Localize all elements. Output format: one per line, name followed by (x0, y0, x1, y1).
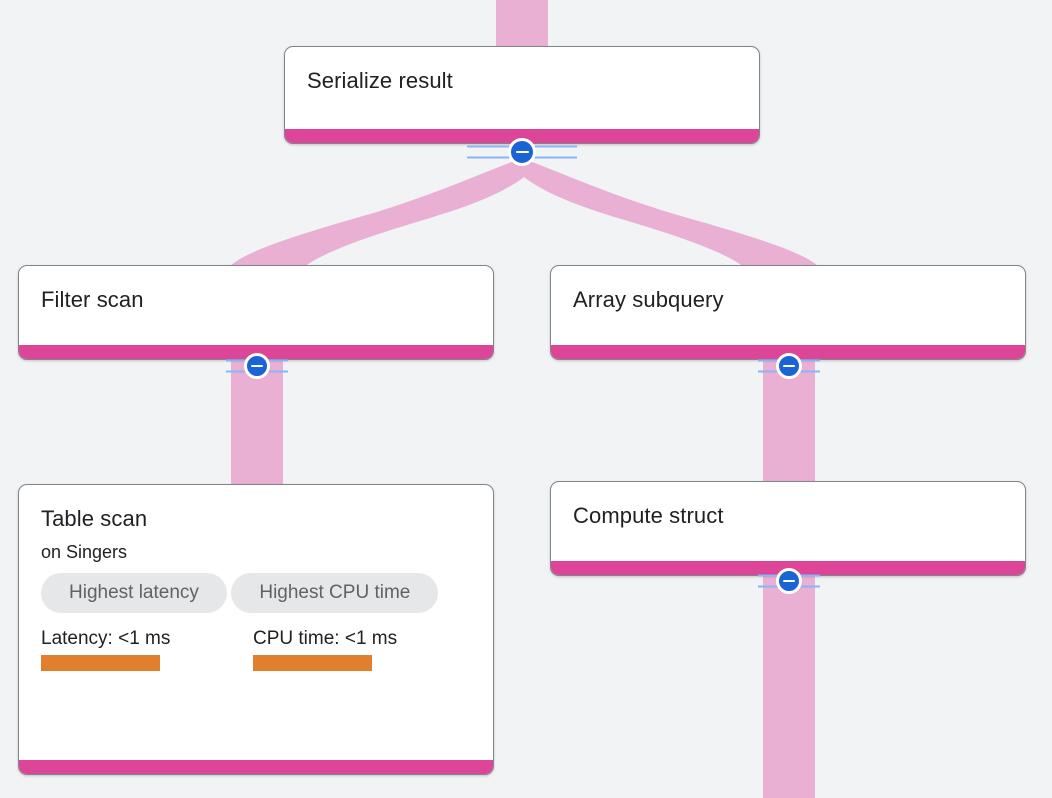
node-filter-scan-accent-bar (19, 345, 493, 359)
node-compute-struct-title: Compute struct (573, 503, 724, 528)
metric-latency-bar (41, 655, 160, 671)
node-table-scan-subtitle: on Singers (41, 542, 128, 562)
node-array-subquery-body: Array subquery (551, 266, 1025, 324)
status-badge-highest-latency[interactable]: Highest latency (41, 573, 227, 613)
node-array-subquery-title: Array subquery (573, 287, 724, 312)
metric-latency-bar-track (41, 655, 253, 671)
node-table-scan-chip-list: Highest latency Highest CPU time (41, 573, 471, 620)
node-filter-scan[interactable]: Filter scan (18, 265, 494, 360)
metric-latency-label: Latency: <1 ms (41, 628, 171, 649)
toggle-compute-struct[interactable] (758, 568, 820, 594)
node-array-subquery-accent-bar (551, 345, 1025, 359)
toggle-filter-scan-circle[interactable] (244, 353, 270, 379)
node-table-scan-accent-bar (19, 760, 493, 774)
edge-serialize-to-array-subquery (512, 158, 818, 274)
edge-serialize-to-filter-scan (230, 158, 536, 274)
node-table-scan-metrics: Latency: <1 ms CPU time: <1 ms (41, 627, 471, 671)
toggle-compute-struct-circle[interactable] (776, 568, 802, 594)
metric-cpu-time-bar-track (253, 655, 465, 671)
node-serialize-result-accent-bar (285, 129, 759, 143)
minus-icon (515, 150, 529, 154)
node-table-scan-title: Table scan (41, 506, 148, 531)
status-badge-highest-cpu-time[interactable]: Highest CPU time (231, 573, 439, 613)
toggle-serialize-result-circle[interactable] (508, 138, 536, 166)
node-filter-scan-title: Filter scan (41, 287, 144, 312)
toggle-array-subquery[interactable] (758, 353, 820, 379)
node-table-scan[interactable]: Table scan on Singers Highest latency Hi… (18, 484, 494, 775)
node-table-scan-body: Table scan on Singers Highest latency Hi… (19, 485, 493, 681)
toggle-serialize-result[interactable] (467, 137, 577, 167)
metric-cpu-time: CPU time: <1 ms (253, 627, 465, 671)
toggle-filter-scan[interactable] (226, 353, 288, 379)
node-filter-scan-body: Filter scan (19, 266, 493, 324)
edge-filter-scan-to-table-scan (231, 360, 283, 490)
toggle-array-subquery-circle[interactable] (776, 353, 802, 379)
node-compute-struct[interactable]: Compute struct (550, 481, 1026, 576)
node-serialize-result-body: Serialize result (285, 47, 759, 105)
edge-compute-struct-outgoing (763, 576, 815, 798)
metric-cpu-time-bar (253, 655, 372, 671)
minus-icon (783, 579, 795, 583)
node-compute-struct-body: Compute struct (551, 482, 1025, 540)
edge-incoming-serialize-result (496, 0, 548, 46)
metric-latency: Latency: <1 ms (41, 627, 253, 671)
metric-cpu-time-label: CPU time: <1 ms (253, 628, 398, 649)
node-serialize-result-title: Serialize result (307, 68, 453, 93)
minus-icon (783, 364, 795, 368)
edge-array-subquery-to-compute-struct (763, 360, 815, 490)
minus-icon (251, 364, 263, 368)
node-serialize-result[interactable]: Serialize result (284, 46, 760, 144)
node-array-subquery[interactable]: Array subquery (550, 265, 1026, 360)
